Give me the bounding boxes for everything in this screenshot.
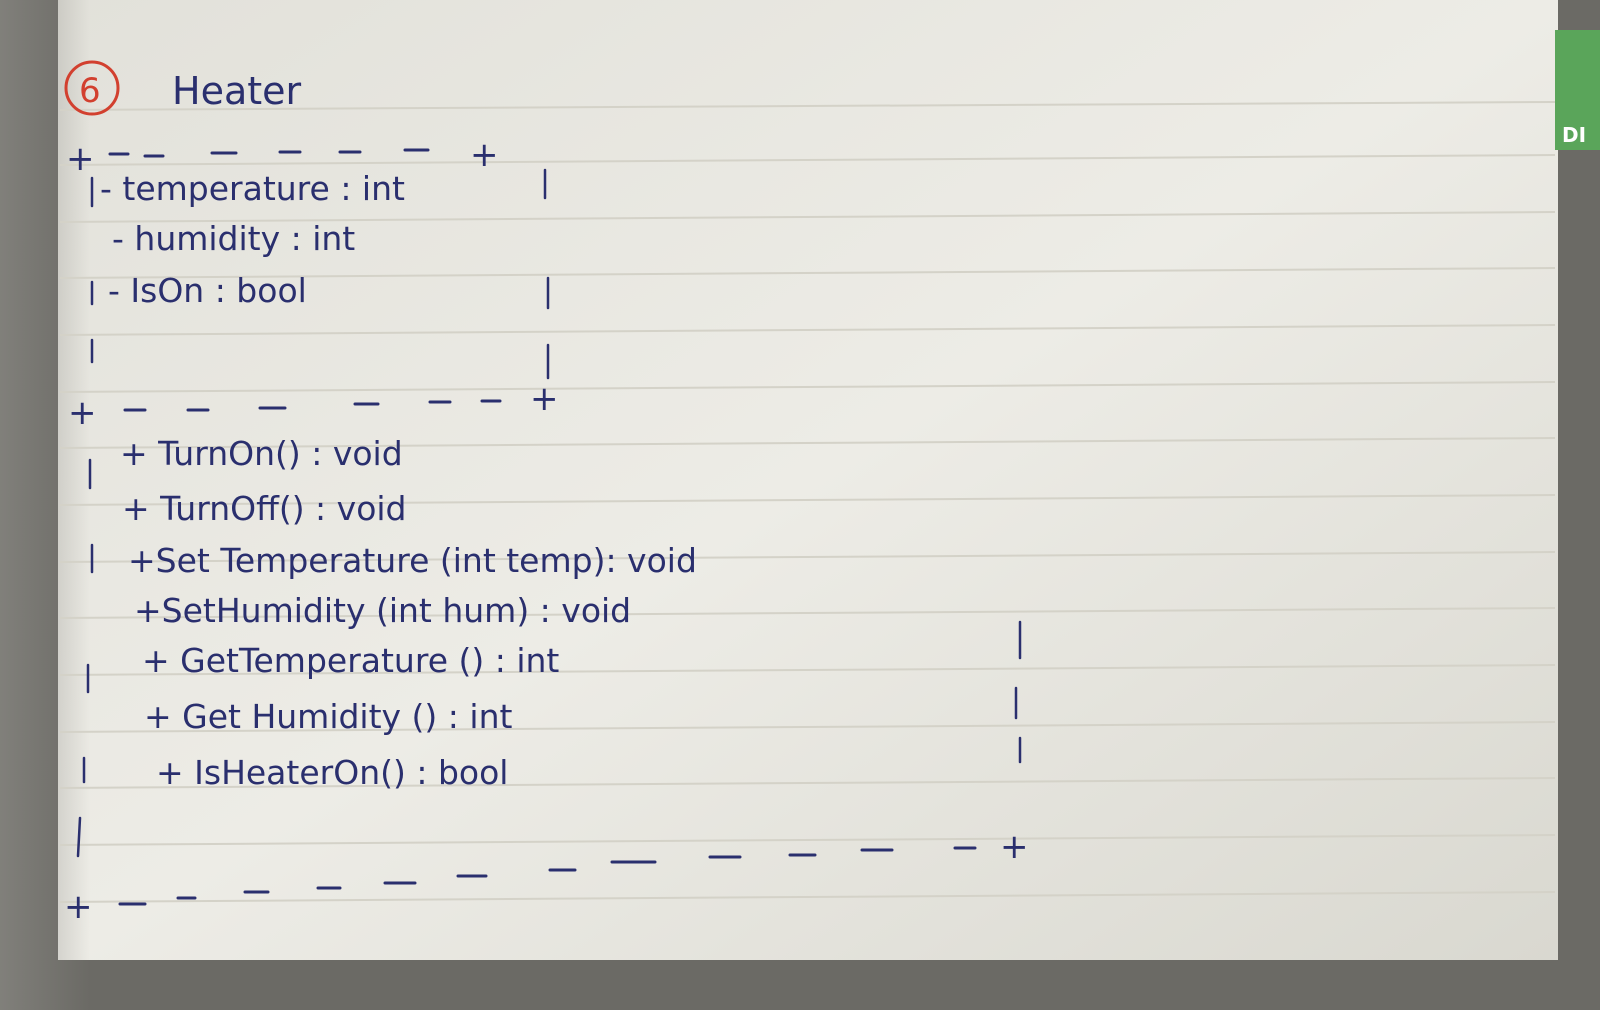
method-row: +Set Temperature (int temp): void <box>128 541 697 580</box>
svg-text:+: + <box>66 139 95 179</box>
svg-text:+: + <box>68 393 97 433</box>
method-row: + TurnOff() : void <box>122 489 407 528</box>
attribute-row: - humidity : int <box>112 219 355 258</box>
attribute-row: - temperature : int <box>100 169 405 208</box>
svg-text:+: + <box>1000 827 1029 867</box>
method-row: +SetHumidity (int hum) : void <box>134 591 631 630</box>
ruled-lines <box>59 101 1556 903</box>
class-name: Heater <box>172 69 302 113</box>
method-row: + Get Humidity () : int <box>144 697 512 736</box>
problem-number-circle <box>64 60 120 116</box>
notebook-page <box>58 0 1558 960</box>
middle-border: + + <box>68 379 559 433</box>
side-tab <box>1555 30 1600 150</box>
attributes-section: - temperature : int - humidity : int - I… <box>90 168 550 380</box>
method-row: + TurnOn() : void <box>120 434 403 473</box>
problem-number: 6 <box>79 71 101 111</box>
side-tab-text: DI <box>1562 123 1586 147</box>
attribute-row: - IsOn : bool <box>108 271 307 310</box>
methods-section: + TurnOn() : void + TurnOff() : void +Se… <box>76 434 1022 858</box>
svg-text:+: + <box>64 887 93 927</box>
top-border: + + <box>66 135 499 179</box>
bottom-border: + + <box>64 827 1029 927</box>
svg-text:+: + <box>470 135 499 175</box>
svg-text:+: + <box>530 379 559 419</box>
method-row: + IsHeaterOn() : bool <box>156 753 508 792</box>
method-row: + GetTemperature () : int <box>142 641 559 680</box>
